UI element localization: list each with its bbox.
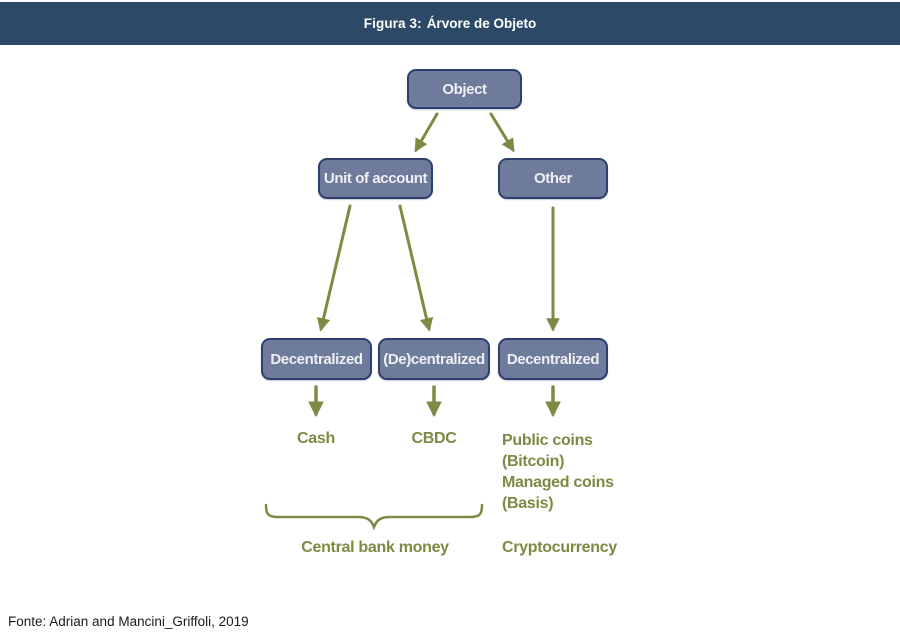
node-de-centralized: (De)centralized (378, 338, 490, 380)
source-citation: Fonte: Adrian and Mancini_Griffoli, 2019 (8, 614, 249, 629)
edge-unit-to-de-centralized (398, 204, 434, 332)
node-decentralized-right: Decentralized (498, 338, 608, 380)
node-unit-of-account: Unit of account (318, 158, 433, 199)
edge-object-to-other (489, 112, 515, 153)
public-coins-line-1: Public coins (502, 432, 593, 449)
leaf-label-cbdc: CBDC (411, 430, 457, 447)
node-object: Object (407, 69, 522, 109)
figure-number-label: Figura 3: (363, 16, 422, 31)
public-coins-line-2: (Bitcoin) (502, 453, 565, 470)
node-decentralized-left: Decentralized (261, 338, 372, 380)
underbrace-central-bank-money (264, 503, 484, 531)
node-unit-of-account-label: Unit of account (323, 170, 428, 187)
node-object-label: Object (442, 80, 487, 98)
node-decentralized-left-label: Decentralized (270, 350, 363, 368)
leaf-label-cash: Cash (297, 430, 335, 447)
node-decentralized-right-label: Decentralized (506, 350, 600, 368)
group-label-central-bank-money: Central bank money (301, 539, 449, 556)
node-de-centralized-label: (De)centralized (383, 350, 485, 368)
figure-title: Árvore de Objeto (426, 16, 537, 31)
edge-object-to-unit-of-account (414, 112, 439, 153)
edge-unit-to-decentralized-left (316, 204, 352, 332)
node-other-label: Other (533, 170, 572, 187)
public-coins-line-4: (Basis) (502, 495, 554, 512)
group-label-cryptocurrency: Cryptocurrency (502, 539, 617, 556)
leaf-label-public-coins: Public coins (Bitcoin) Managed coins (Ba… (502, 430, 642, 514)
node-other: Other (498, 158, 608, 199)
public-coins-line-3: Managed coins (502, 474, 614, 491)
figure-title-bar: Figura 3: Árvore de Objeto (0, 2, 900, 45)
